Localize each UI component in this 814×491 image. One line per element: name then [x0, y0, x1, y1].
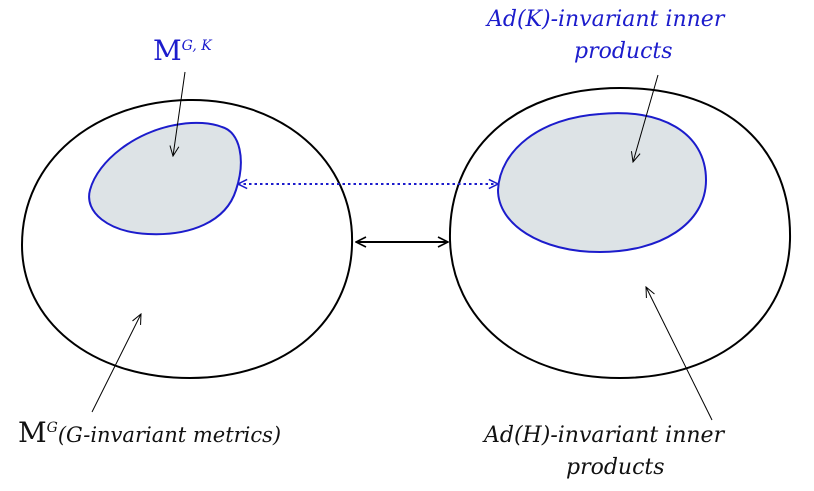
- label-mg-superscript: G: [46, 420, 58, 436]
- label-adh-line1: Ad(H)-invariant inner: [484, 423, 725, 448]
- right-subregion-adk: [496, 112, 708, 254]
- left-subregion-mgk: [88, 121, 242, 236]
- label-adk-line1: Ad(K)-invariant inner: [487, 7, 725, 32]
- pointer-mgk: [173, 71, 186, 156]
- label-adh-line2: products: [566, 455, 665, 480]
- label-mg-symbol: M: [18, 416, 47, 449]
- label-mgk-superscript: G, K: [181, 38, 212, 54]
- right-region-adh: [448, 86, 792, 380]
- pointer-mg: [91, 314, 141, 413]
- label-mg-text: (G-invariant metrics): [57, 423, 282, 447]
- label-mg: MG(G-invariant metrics): [18, 416, 282, 449]
- pointer-adk: [633, 74, 659, 162]
- left-region-mg: [20, 98, 354, 380]
- pointer-adh: [646, 287, 713, 421]
- label-adk-line2: products: [574, 39, 673, 64]
- label-mgk: MG, K: [153, 34, 212, 67]
- label-mgk-symbol: M: [153, 34, 182, 67]
